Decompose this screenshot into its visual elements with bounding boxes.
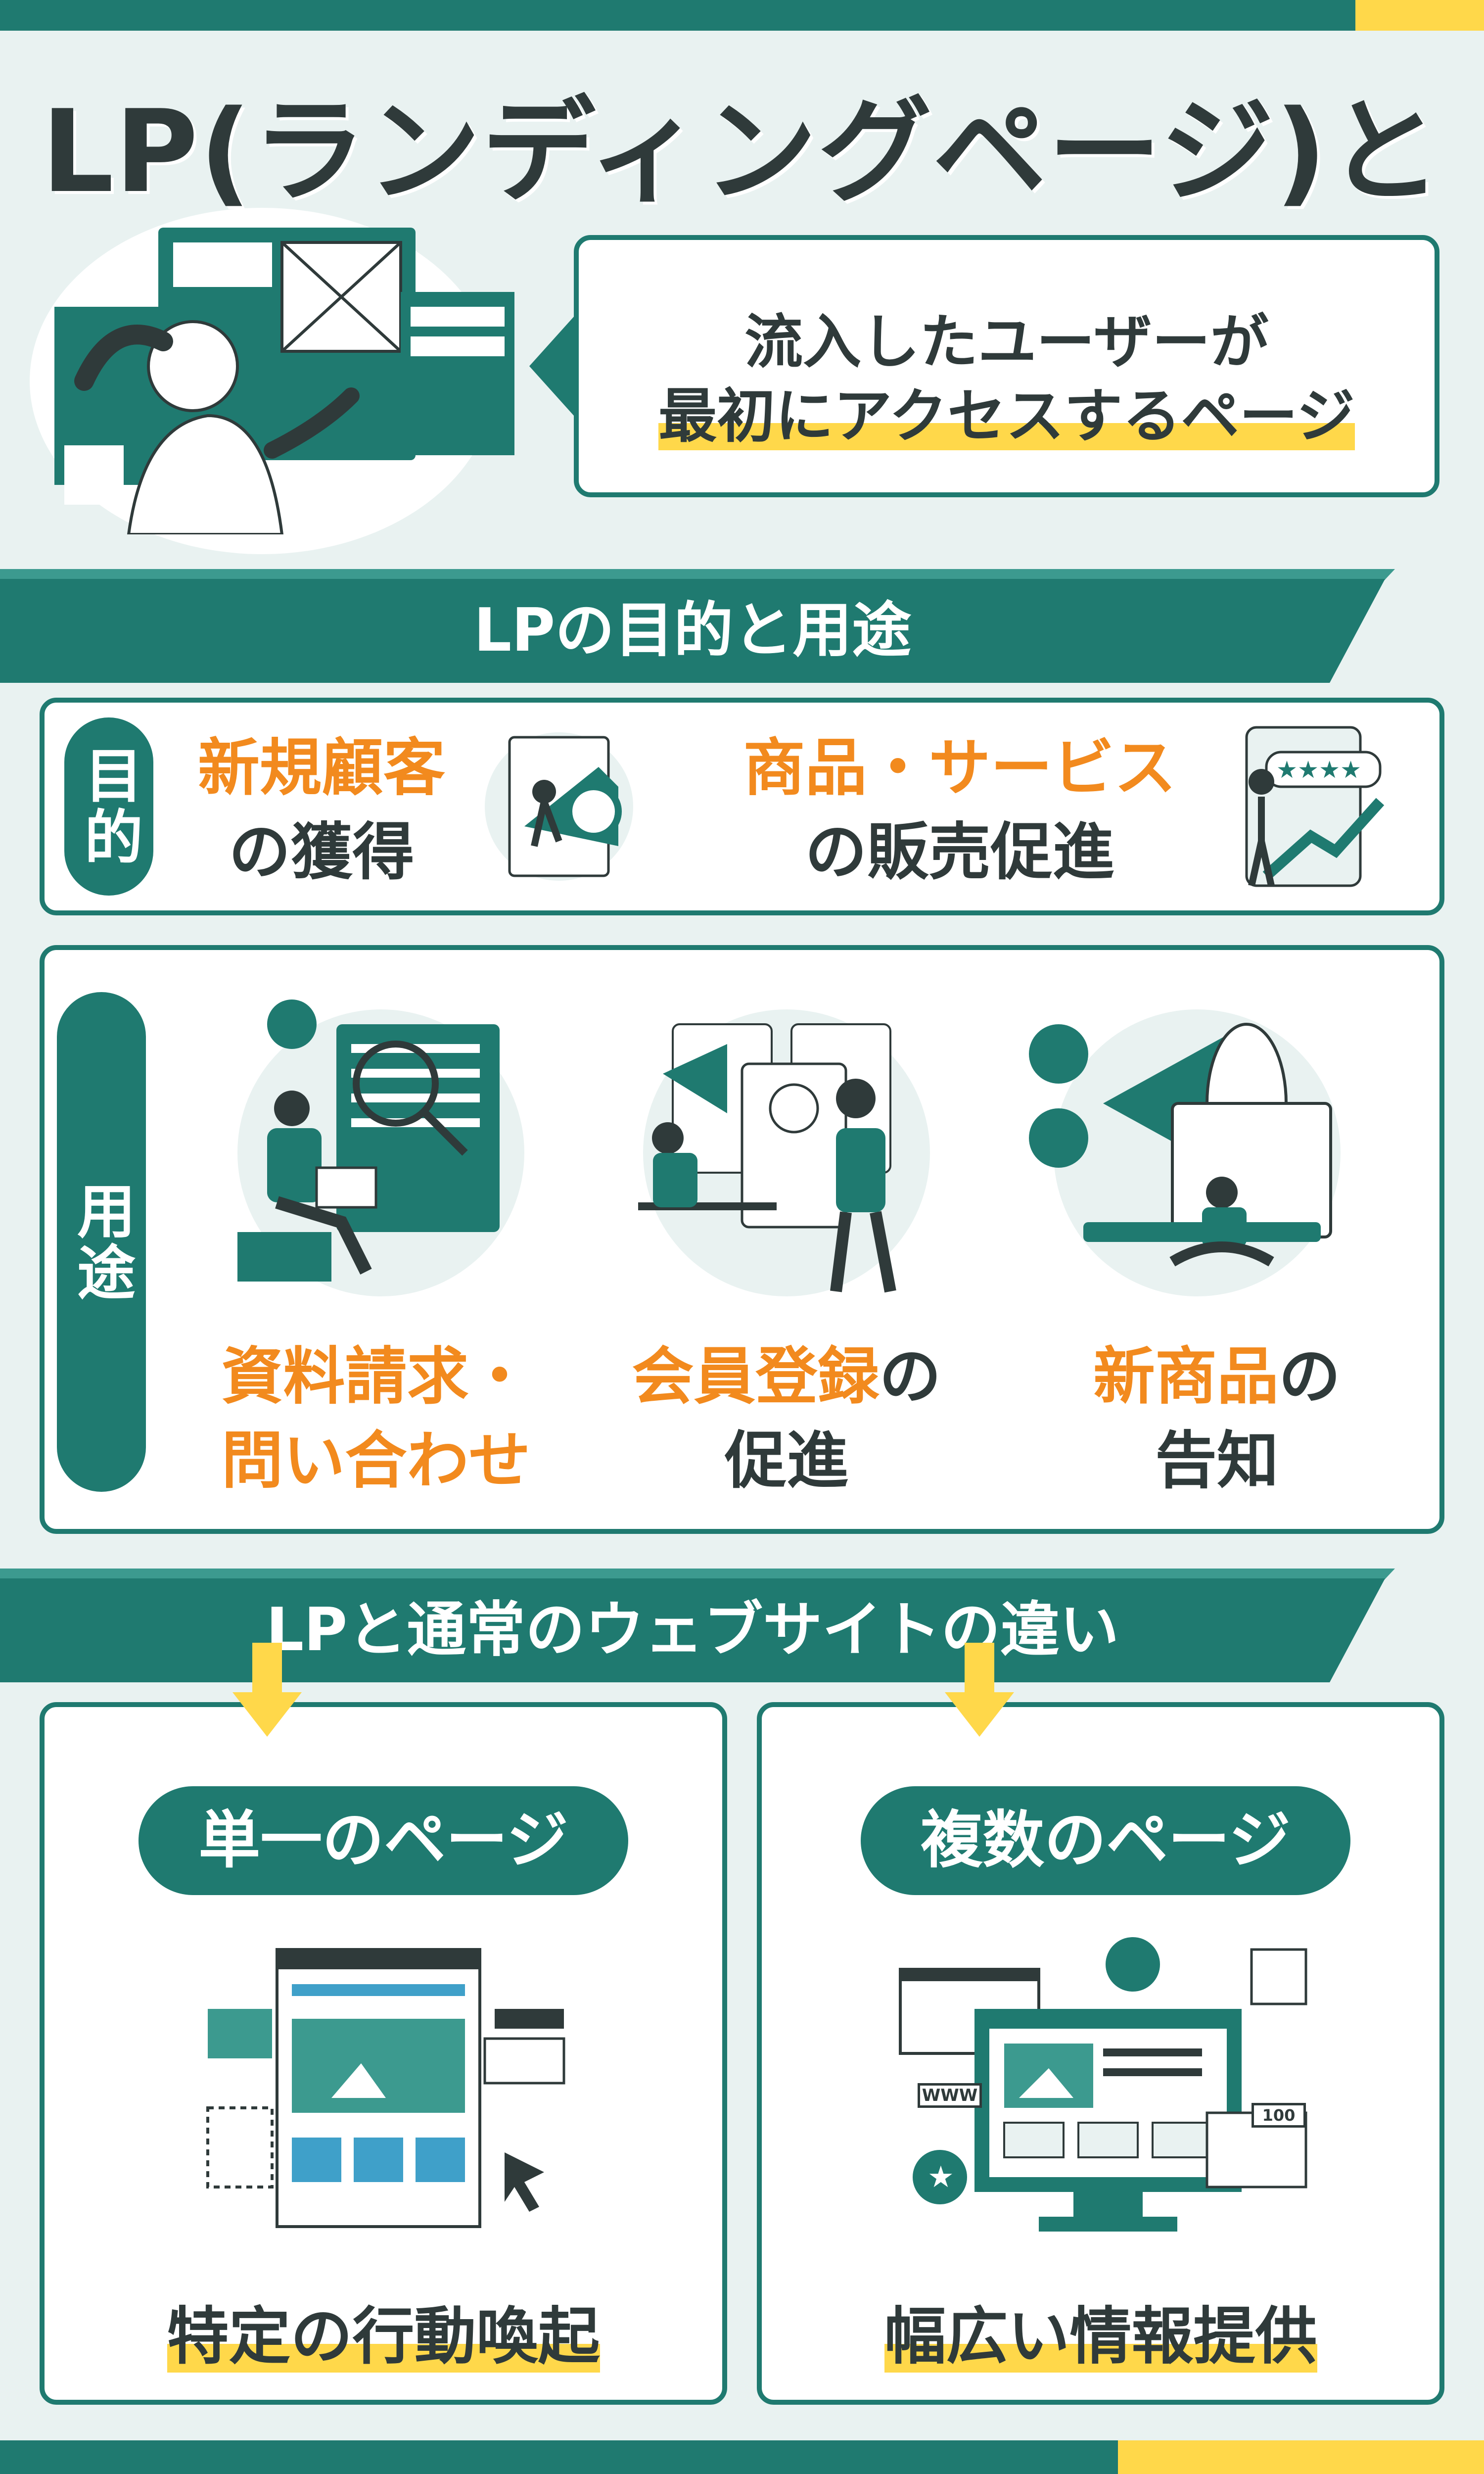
- top-bar-accent: [1355, 0, 1484, 31]
- megaphone-illustration: [485, 732, 633, 881]
- single-page-label: 単一のページ: [139, 1786, 628, 1895]
- usage-label: 用途: [57, 992, 146, 1492]
- rating-growth-illustration: ★★★★: [1245, 726, 1385, 887]
- product-announcement-illustration: [1029, 1009, 1341, 1296]
- usage-item-2-line1: 会員登録の: [632, 1341, 941, 1413]
- multi-page-label: 複数のページ: [861, 1786, 1350, 1895]
- section1-heading: LPの目的と用途: [0, 579, 1385, 683]
- membership-signup-illustration: [638, 1009, 930, 1296]
- svg-text:★★★★: ★★★★: [1276, 756, 1361, 784]
- usage-item-3-line2: 告知: [1155, 1425, 1279, 1497]
- purpose-item-2-line2: の販売促進: [805, 816, 1114, 888]
- definition-line-1: 流入したユーザーが: [744, 308, 1269, 376]
- purpose-item-2-line1: 商品・サービス: [743, 732, 1176, 804]
- svg-text:★: ★: [928, 2160, 954, 2194]
- arrow-down-icon: [232, 1643, 302, 1737]
- document-search-illustration: [237, 999, 524, 1296]
- usage-item-1-line1: 資料請求・: [221, 1341, 531, 1413]
- purpose-item-1-line2: の獲得: [229, 816, 415, 888]
- purpose-card: [40, 698, 1444, 915]
- definition-line-2: 最初にアクセスするページ: [658, 382, 1355, 450]
- person-screens-illustration: [54, 228, 514, 534]
- multi-page-caption: 幅広い情報提供: [884, 2301, 1317, 2373]
- usage-item-1-line2: 問い合わせ: [221, 1425, 531, 1497]
- usage-item-2-line2: 促進: [725, 1425, 848, 1497]
- count-tag: 100: [1252, 2103, 1306, 2128]
- www-tag: WWW: [918, 2083, 982, 2108]
- single-page-layout-illustration: [206, 1948, 565, 2228]
- purpose-label: 目的: [64, 717, 153, 896]
- purpose-item-1-line1: 新規顧客: [198, 732, 445, 804]
- single-page-caption: 特定の行動喚起: [167, 2301, 600, 2373]
- bottom-bar-accent: [1118, 2440, 1484, 2474]
- hero-pointer-arrow: [529, 317, 574, 416]
- usage-item-3-line1: 新商品の: [1093, 1341, 1341, 1413]
- section2-heading: LPと通常のウェブサイトの違い: [0, 1578, 1385, 1682]
- definition-box: 流入したユーザーが 最初にアクセスするページ: [574, 235, 1439, 497]
- top-bar: [0, 0, 1484, 31]
- arrow-down-icon-2: [945, 1643, 1014, 1737]
